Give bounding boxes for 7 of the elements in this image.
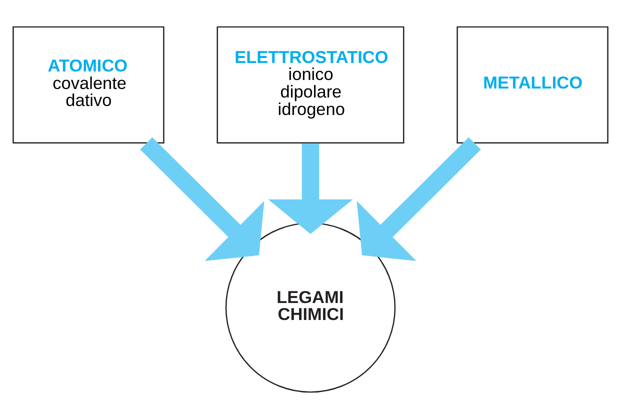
node-box: METALLICO [456, 26, 608, 144]
node-circle: LEGAMI CHIMICI [225, 222, 396, 393]
arrow [268, 143, 353, 234]
node-box: ELETTROSTATICO ionico dipolare idrogeno [216, 26, 404, 144]
arrow [356, 137, 481, 261]
arrow [140, 137, 264, 261]
node-box: ATOMICO covalente dativo [12, 26, 164, 144]
